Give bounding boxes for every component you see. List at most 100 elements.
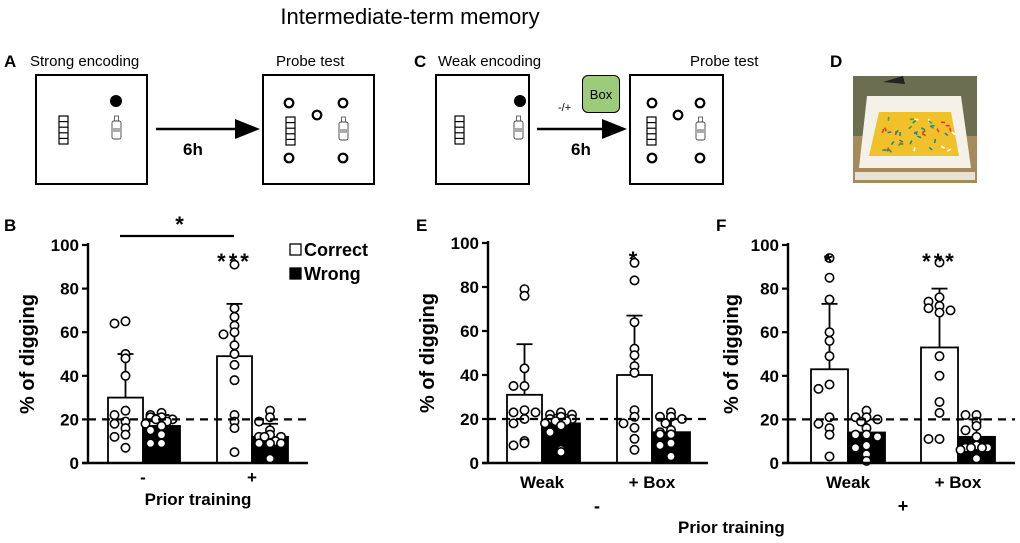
data-point [508,407,519,418]
data-point [629,350,640,361]
y-tick-label: 80 [760,280,779,299]
data-point [824,272,835,283]
bottle-label [514,128,523,132]
bottle-cap [341,116,346,123]
x-category-label: + Box [935,473,982,492]
photo-stick [890,140,895,146]
ladder-frame [58,115,69,145]
bottle-label [339,129,348,133]
photo-stick [946,148,952,152]
delay-label-a: 6h [183,140,203,159]
y-tick-label: 40 [60,367,79,386]
odor-bottle-icon [513,115,524,140]
data-point [519,405,530,416]
sand-well-icon [694,152,706,164]
data-point [861,440,872,451]
data-point [654,440,665,451]
data-point [629,444,640,455]
photo-sticks [881,116,956,153]
photo-stick [928,120,933,125]
condition-sign-label: - [594,496,600,516]
y-tick-label: 20 [460,410,479,429]
legend-swatch-correct [289,243,302,256]
data-point [229,359,240,370]
y-axis-label: % of digging [17,294,39,414]
data-point [618,418,629,429]
data-point [955,444,966,455]
data-point [156,420,167,431]
data-point [539,418,550,429]
data-point [665,451,676,462]
bottle-cap [698,116,703,123]
data-point [654,429,665,440]
y-tick-label: 100 [51,236,79,255]
odor-bottle-icon [111,115,122,140]
odor-ladder-icon [646,116,657,146]
data-point [971,453,982,464]
data-point [109,418,120,429]
data-point [519,363,530,374]
data-point [120,442,131,453]
data-point [934,434,945,445]
data-point [264,438,275,449]
data-point [555,446,566,457]
data-point [629,275,640,286]
panel-label-a: A [4,52,17,71]
y-tick-label: 40 [460,366,479,385]
sand-well-icon [337,97,349,109]
photo-stick [897,142,903,147]
photo-dark-object [883,76,905,84]
data-point [934,257,945,268]
photo-stick [933,138,937,144]
data-point [629,257,640,268]
photo-stick [921,129,926,134]
data-point [229,348,240,359]
y-tick-label: 40 [760,367,779,386]
data-point [629,433,640,444]
sand-well-icon [646,97,658,109]
data-point [229,311,240,322]
shared-xlabel: Prior training [678,518,785,537]
data-point [229,423,240,434]
data-point [960,410,971,421]
y-tick-label: 0 [770,454,779,473]
legend-label-wrong: Wrong [304,264,361,284]
photo-stick [883,127,888,132]
photo-stick [936,128,940,133]
panel-label-e: E [416,216,428,235]
data-point [934,351,945,362]
photo-stick [887,131,892,134]
x-category-label: + Box [629,473,676,492]
data-point [120,429,131,440]
photo-stick [881,128,885,134]
photo-stick [886,147,890,152]
data-point [229,303,240,314]
delay-label-c: 6h [571,140,591,159]
probe-arena-c [629,74,724,185]
probe-arena-a [262,74,375,185]
data-point [229,447,240,458]
y-tick-label: 0 [70,454,79,473]
photo-stick [921,132,927,137]
bar-correct [216,355,253,464]
bottle-cap [114,115,119,122]
ladder-frame [285,116,296,146]
data-point [971,431,982,442]
data-point [923,434,934,445]
data-point [923,303,934,314]
bottle-cap [516,115,521,122]
data-point [229,340,240,351]
significance-star: *** [217,249,252,274]
data-point [629,317,640,328]
bottle-label [112,128,121,132]
y-tick-label: 100 [451,234,479,253]
data-point [109,410,120,421]
panel-label-c: C [414,52,427,71]
condition-sign-label: + [898,496,909,516]
data-point [665,429,676,440]
x-category-label: - [140,468,146,487]
data-point [156,438,167,449]
y-tick-label: 20 [60,410,79,429]
